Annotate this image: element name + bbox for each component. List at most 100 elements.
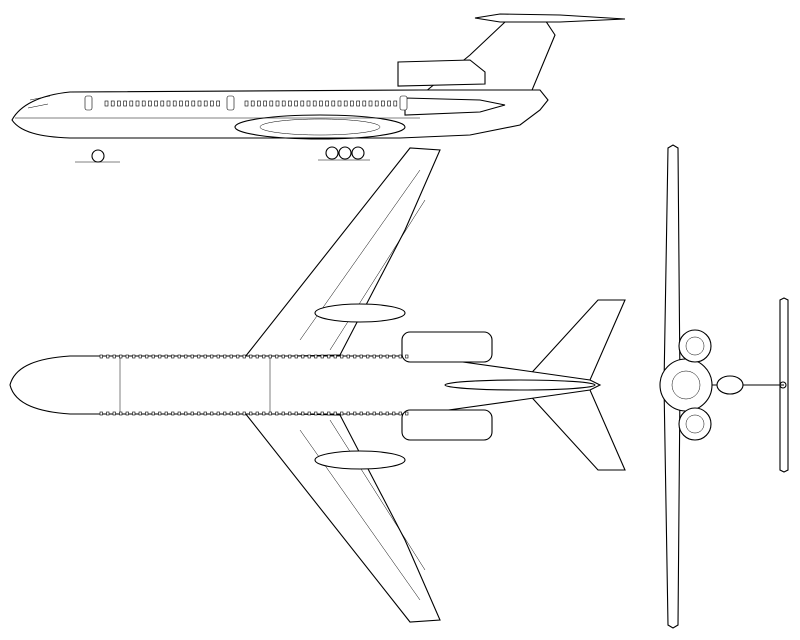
window: [148, 100, 152, 107]
window: [288, 411, 292, 416]
window: [262, 411, 266, 416]
window: [268, 411, 272, 416]
window: [160, 100, 165, 107]
landing-gear-wheel: [351, 146, 365, 160]
window: [119, 354, 123, 359]
window: [281, 411, 285, 416]
window: [255, 354, 259, 359]
window: [301, 411, 305, 416]
window: [184, 354, 188, 359]
window: [250, 100, 255, 107]
window: [262, 354, 266, 359]
window: [229, 354, 233, 359]
window: [210, 100, 214, 107]
top-fuselage: [9, 355, 602, 415]
window: [223, 411, 227, 416]
window: [275, 354, 279, 359]
window: [257, 100, 261, 107]
window: [307, 411, 311, 416]
front-view: [659, 144, 789, 629]
window: [392, 354, 396, 359]
window: [172, 100, 177, 107]
window: [112, 411, 116, 416]
window: [327, 354, 331, 359]
window: [164, 411, 168, 416]
window: [327, 411, 331, 416]
window: [236, 354, 240, 359]
window: [325, 100, 329, 107]
window: [158, 354, 162, 359]
window: [319, 100, 323, 107]
window: [154, 100, 158, 107]
window: [177, 354, 181, 359]
window: [236, 411, 240, 416]
side-rear-engine: [397, 59, 486, 87]
window: [346, 411, 350, 416]
window: [151, 411, 155, 416]
window: [179, 100, 183, 107]
front-center-engine: [716, 375, 744, 395]
window: [398, 411, 402, 416]
window: [331, 100, 336, 107]
window: [372, 411, 376, 416]
window: [223, 354, 227, 359]
window: [197, 354, 201, 359]
window: [99, 411, 103, 416]
window: [145, 411, 149, 416]
window: [314, 411, 318, 416]
window: [125, 354, 129, 359]
side-fuselage: [11, 89, 549, 139]
window: [359, 411, 363, 416]
window: [244, 100, 249, 107]
window: [346, 354, 350, 359]
window: [294, 100, 298, 107]
window: [255, 411, 259, 416]
side-door: [84, 95, 93, 111]
window: [166, 100, 171, 107]
landing-gear-wheel: [91, 149, 105, 163]
window: [119, 411, 123, 416]
window: [294, 411, 298, 416]
window: [203, 100, 208, 107]
window: [306, 100, 311, 107]
window: [99, 354, 103, 359]
window: [216, 411, 220, 416]
window: [191, 100, 196, 107]
window: [368, 100, 373, 107]
front-engine-upper: [678, 329, 712, 363]
window: [190, 411, 194, 416]
window: [104, 100, 109, 107]
window: [210, 411, 214, 416]
window: [184, 411, 188, 416]
top-wing-fairing-upper: [314, 303, 406, 323]
window: [132, 354, 136, 359]
side-wing-fairing: [234, 114, 406, 140]
window: [343, 100, 348, 107]
top-h-stab-lower: [523, 389, 626, 471]
window: [333, 354, 337, 359]
window: [210, 354, 214, 359]
landing-gear-wheel: [325, 146, 339, 160]
window: [312, 100, 317, 107]
window: [393, 100, 398, 107]
window: [269, 100, 274, 107]
top-wing-fairing-lower: [314, 450, 406, 470]
window: [392, 411, 396, 416]
window: [242, 354, 246, 359]
window: [138, 411, 142, 416]
window: [281, 354, 285, 359]
landing-gear-wheel: [338, 146, 352, 160]
window: [268, 354, 272, 359]
window: [353, 411, 357, 416]
window: [249, 354, 253, 359]
window: [106, 354, 110, 359]
side-door: [226, 95, 235, 111]
window: [353, 354, 357, 359]
window: [203, 411, 207, 416]
top-wing-lower: [243, 412, 441, 623]
window: [117, 100, 121, 107]
window: [110, 100, 115, 107]
window: [171, 354, 175, 359]
window: [301, 354, 305, 359]
